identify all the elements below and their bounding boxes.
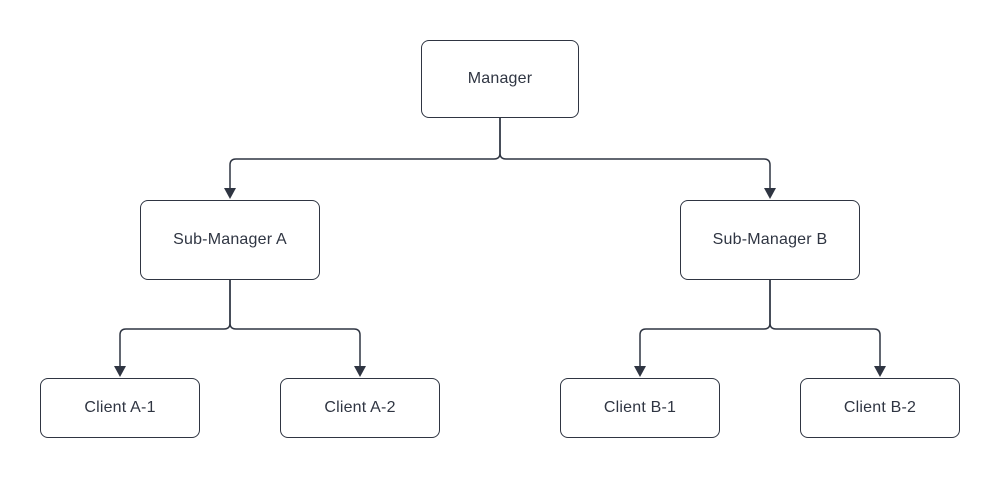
node-client-a1-label: Client A-1 [84,399,156,417]
node-client-b1-label: Client B-1 [603,399,677,417]
arrowhead-icon [764,188,776,199]
arrowhead-icon [354,366,366,377]
node-sub-manager-b-label: Sub-Manager B [712,231,828,249]
node-sub-manager-a[interactable]: Sub-Manager A [140,200,320,280]
node-client-b1[interactable]: Client B-1 [560,378,720,438]
connector-sub-a-to-client-a1 [119,280,231,367]
node-client-b2[interactable]: Client B-2 [800,378,960,438]
node-client-a2-label: Client A-2 [324,399,396,417]
node-client-a2[interactable]: Client A-2 [280,378,440,438]
node-manager-label: Manager [467,70,533,88]
node-client-b2-label: Client B-2 [843,399,917,417]
connector-sub-b-to-client-b2 [769,280,881,367]
connector-sub-b-to-client-b1 [639,280,771,367]
arrowhead-icon [114,366,126,377]
node-manager[interactable]: Manager [421,40,579,118]
connector-sub-a-to-client-a2 [229,280,361,367]
arrowhead-icon [224,188,236,199]
connector-manager-to-sub-b [499,118,771,189]
node-sub-manager-b[interactable]: Sub-Manager B [680,200,860,280]
node-sub-manager-a-label: Sub-Manager A [173,231,287,249]
node-client-a1[interactable]: Client A-1 [40,378,200,438]
arrowhead-icon [634,366,646,377]
arrowhead-icon [874,366,886,377]
connector-manager-to-sub-a [229,118,501,189]
